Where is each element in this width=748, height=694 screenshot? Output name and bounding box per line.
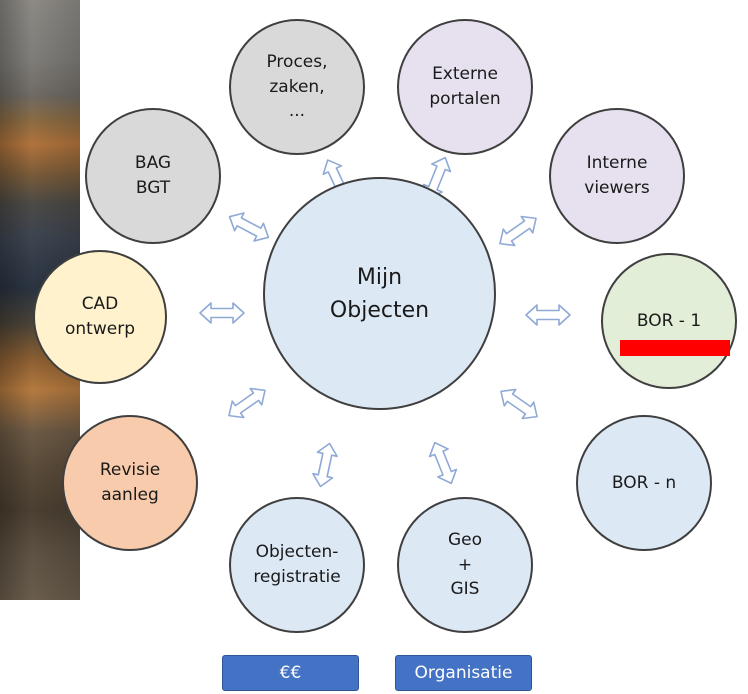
- node-bor-1: BOR - 1: [601, 253, 737, 389]
- euro-button[interactable]: €€: [222, 655, 359, 691]
- node-objectenregistratie: Objecten- registratie: [229, 497, 365, 633]
- organisatie-button[interactable]: Organisatie: [395, 655, 532, 691]
- arrow-objreg-double-arrow: [312, 442, 338, 488]
- node-bor-n: BOR - n: [576, 415, 712, 551]
- arrow-interne-double-arrow: [499, 215, 537, 247]
- node-geo-gis: Geo + GIS: [397, 497, 533, 633]
- arrow-bor1-double-arrow: [525, 304, 571, 326]
- arrow-bag-double-arrow: [228, 212, 270, 242]
- node-bag-bgt: BAG BGT: [85, 108, 221, 244]
- arrow-geo-double-arrow: [428, 441, 458, 485]
- node-interne-viewers: Interne viewers: [549, 108, 685, 244]
- node-proces-zaken: Proces, zaken, ...: [229, 19, 365, 155]
- arrow-cad-double-arrow: [199, 302, 245, 324]
- node-revisie-aanleg: Revisie aanleg: [62, 415, 198, 551]
- node-cad-ontwerp: CAD ontwerp: [33, 250, 167, 384]
- redaction-bar: [620, 340, 730, 356]
- arrow-revisie-double-arrow: [228, 387, 266, 419]
- arrow-borN-double-arrow: [500, 388, 538, 420]
- node-mijn-objecten: Mijn Objecten: [263, 177, 496, 410]
- node-externe-portalen: Externe portalen: [397, 19, 533, 155]
